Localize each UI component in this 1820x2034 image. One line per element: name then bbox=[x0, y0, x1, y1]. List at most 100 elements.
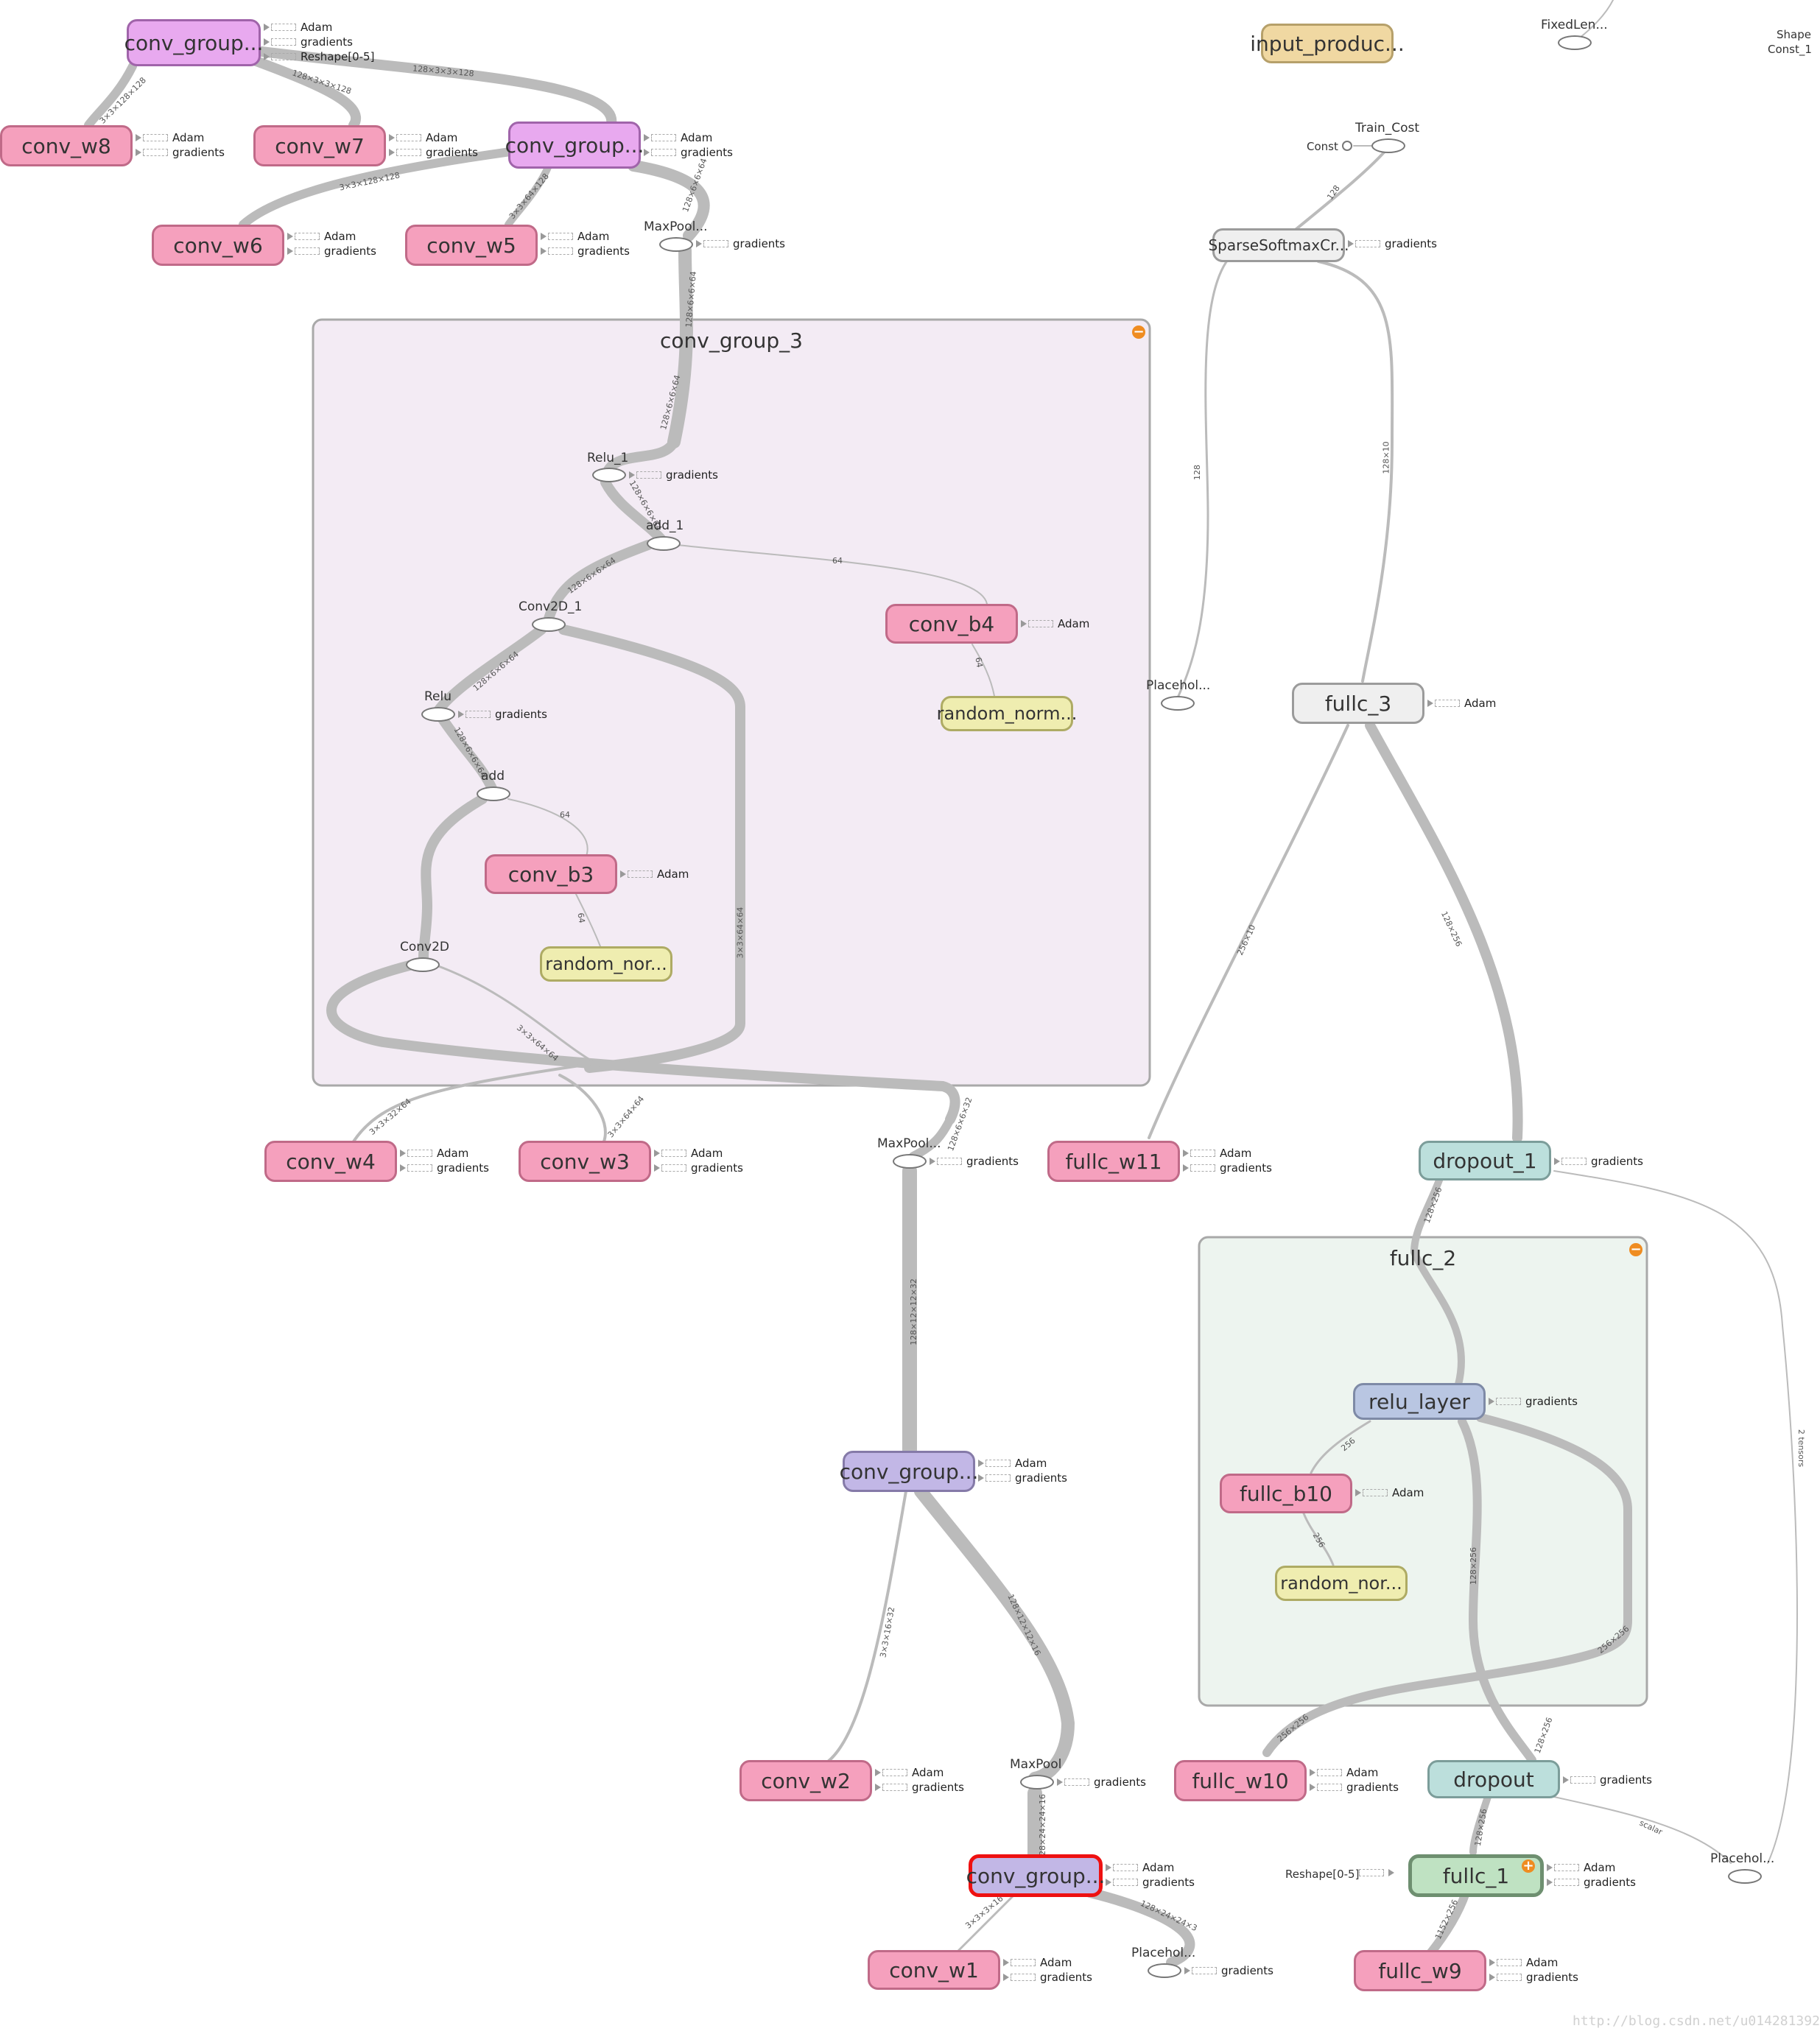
placeholder-right-op[interactable] bbox=[1728, 1869, 1762, 1884]
node-relu-layer[interactable]: relu_layer bbox=[1353, 1383, 1486, 1420]
node-conv-b4[interactable]: conv_b4 bbox=[885, 604, 1018, 644]
placeholder-top-op[interactable] bbox=[1161, 696, 1195, 711]
conv-group-3[interactable]: conv_group_3 − bbox=[313, 320, 1150, 1085]
node-fullc-1[interactable]: fullc_1 bbox=[1408, 1854, 1544, 1897]
aux-adam[interactable]: Adam bbox=[1310, 1766, 1378, 1779]
aux-gradients[interactable]: gradients bbox=[1554, 1155, 1643, 1168]
node-fullc-w10[interactable]: fullc_w10 bbox=[1174, 1760, 1307, 1801]
aux-gradients[interactable]: gradients bbox=[1106, 1876, 1195, 1889]
aux-adam[interactable]: Adam bbox=[136, 131, 204, 144]
add-1-op[interactable] bbox=[647, 536, 681, 551]
aux-adam[interactable]: Adam bbox=[978, 1457, 1047, 1470]
node-conv-w8[interactable]: conv_w8 bbox=[0, 125, 133, 166]
aux-gradients[interactable]: gradients bbox=[644, 146, 733, 159]
node-conv-w6[interactable]: conv_w6 bbox=[152, 225, 284, 266]
conv2d-1-op[interactable] bbox=[532, 617, 566, 632]
aux-gradients[interactable]: gradients bbox=[696, 237, 785, 250]
aux-adam[interactable]: Adam bbox=[1355, 1486, 1424, 1499]
relu-1-op[interactable] bbox=[592, 468, 626, 482]
node-fullc-b10[interactable]: fullc_b10 bbox=[1220, 1474, 1352, 1513]
aux-gradients[interactable]: gradients bbox=[930, 1155, 1019, 1168]
aux-gradients[interactable]: gradients bbox=[400, 1161, 489, 1175]
aux-gradients[interactable]: gradients bbox=[1183, 1161, 1272, 1175]
op-label: Placehol... bbox=[1710, 1851, 1775, 1866]
aux-gradients[interactable]: gradients bbox=[978, 1471, 1067, 1485]
add-op[interactable] bbox=[477, 786, 510, 801]
node-input-producer[interactable]: input_produc... bbox=[1250, 24, 1405, 63]
aux-adam[interactable]: Adam bbox=[287, 230, 356, 243]
aux-gradients[interactable]: gradients bbox=[458, 708, 547, 721]
aux-gradients[interactable]: gradients bbox=[1057, 1776, 1146, 1789]
train-cost-op[interactable] bbox=[1371, 138, 1405, 153]
node-conv-w5[interactable]: conv_w5 bbox=[405, 225, 538, 266]
aux-gradients[interactable]: gradients bbox=[389, 146, 478, 159]
aux-gradients[interactable]: gradients bbox=[1547, 1876, 1636, 1889]
aux-adam[interactable]: Adam bbox=[620, 868, 689, 881]
node-conv-w4[interactable]: conv_w4 bbox=[264, 1141, 397, 1182]
aux-adam[interactable]: Adam bbox=[654, 1147, 723, 1160]
aux-gradients[interactable]: gradients bbox=[1184, 1964, 1273, 1977]
aux-adam[interactable]: Adam bbox=[1547, 1861, 1615, 1874]
expand-icon[interactable]: + bbox=[1522, 1858, 1535, 1873]
aux-adam[interactable]: Adam bbox=[1183, 1147, 1251, 1160]
aux-adam[interactable]: Adam bbox=[389, 131, 457, 144]
aux-adam[interactable]: Adam bbox=[1489, 1956, 1558, 1969]
relu-op[interactable] bbox=[421, 707, 455, 722]
maxpool-mid-op[interactable] bbox=[893, 1154, 927, 1169]
group-title: conv_group_3 bbox=[660, 328, 803, 353]
node-conv-w1[interactable]: conv_w1 bbox=[868, 1950, 1000, 1990]
aux-gradients[interactable]: gradients bbox=[1003, 1971, 1092, 1984]
aux-gradients[interactable]: gradients bbox=[264, 35, 353, 49]
aux-gradients[interactable]: gradients bbox=[1489, 1395, 1578, 1408]
aux-reshape-arrow[interactable] bbox=[1359, 1869, 1396, 1876]
node-random-nor-b10[interactable]: random_nor... bbox=[1275, 1566, 1408, 1601]
aux-gradients[interactable]: gradients bbox=[629, 468, 718, 482]
aux-adam[interactable]: Adam bbox=[400, 1147, 468, 1160]
collapse-icon[interactable]: − bbox=[1629, 1242, 1642, 1257]
aux-adam[interactable]: Adam bbox=[1021, 617, 1089, 630]
node-dropout-1[interactable]: dropout_1 bbox=[1419, 1141, 1551, 1180]
aux-adam[interactable]: Adam bbox=[541, 230, 609, 243]
aux-adam[interactable]: Adam bbox=[644, 131, 712, 144]
aux-gradients[interactable]: gradients bbox=[1310, 1781, 1399, 1794]
aux-adam[interactable]: Adam bbox=[1427, 697, 1496, 710]
placeholder-bottom-op[interactable] bbox=[1148, 1963, 1181, 1978]
aux-adam[interactable]: Adam bbox=[264, 21, 332, 34]
collapse-icon[interactable]: − bbox=[1132, 324, 1145, 339]
aux-gradients[interactable]: gradients bbox=[1489, 1971, 1578, 1984]
aux-adam[interactable]: Adam bbox=[1003, 1956, 1072, 1969]
maxpool-op[interactable] bbox=[1020, 1775, 1054, 1790]
node-fullc-w11[interactable]: fullc_w11 bbox=[1047, 1141, 1180, 1182]
node-conv-b3[interactable]: conv_b3 bbox=[485, 854, 617, 894]
node-conv-group-1-selected[interactable]: conv_group... bbox=[966, 1854, 1105, 1897]
conv2d-op[interactable] bbox=[406, 957, 440, 972]
edge-conv2d-loop bbox=[326, 960, 960, 1125]
node-conv-w3[interactable]: conv_w3 bbox=[519, 1141, 651, 1182]
aux-gradients[interactable]: gradients bbox=[541, 244, 630, 258]
aux-gradients[interactable]: gradients bbox=[875, 1781, 964, 1794]
aux-adam[interactable]: Adam bbox=[875, 1766, 944, 1779]
node-random-norm-b4[interactable]: random_norm... bbox=[937, 696, 1077, 731]
node-dropout[interactable]: dropout bbox=[1427, 1760, 1560, 1798]
node-fullc-3[interactable]: fullc_3 bbox=[1292, 683, 1424, 724]
edge-relu-b10 bbox=[1310, 1420, 1371, 1474]
fixed-len-op[interactable] bbox=[1558, 35, 1592, 50]
fullc-2-group[interactable]: fullc_2 − bbox=[1199, 1237, 1647, 1706]
node-fullc-w9[interactable]: fullc_w9 bbox=[1354, 1950, 1486, 1991]
aux-gradients[interactable]: gradients bbox=[1563, 1773, 1652, 1787]
maxpool-top-op[interactable] bbox=[659, 237, 693, 252]
node-sparse-softmax[interactable]: SparseSoftmaxCr... bbox=[1208, 228, 1349, 262]
node-conv-w7[interactable]: conv_w7 bbox=[253, 125, 386, 166]
node-conv-group-mid[interactable]: conv_group... bbox=[505, 122, 644, 169]
aux-gradients[interactable]: gradients bbox=[287, 244, 376, 258]
aux-adam[interactable]: Adam bbox=[1106, 1861, 1174, 1874]
aux-gradients[interactable]: gradients bbox=[136, 146, 225, 159]
aux-gradients[interactable]: gradients bbox=[654, 1161, 743, 1175]
node-conv-group-2[interactable]: conv_group... bbox=[840, 1451, 978, 1492]
node-conv-w2[interactable]: conv_w2 bbox=[739, 1760, 872, 1801]
const-op[interactable] bbox=[1342, 141, 1352, 151]
node-conv-group-top[interactable]: conv_group... bbox=[124, 19, 263, 66]
aux-reshape[interactable]: Reshape[0-5] bbox=[264, 50, 374, 63]
aux-gradients[interactable]: gradients bbox=[1348, 237, 1437, 250]
node-random-nor-b3[interactable]: random_nor... bbox=[540, 946, 672, 982]
